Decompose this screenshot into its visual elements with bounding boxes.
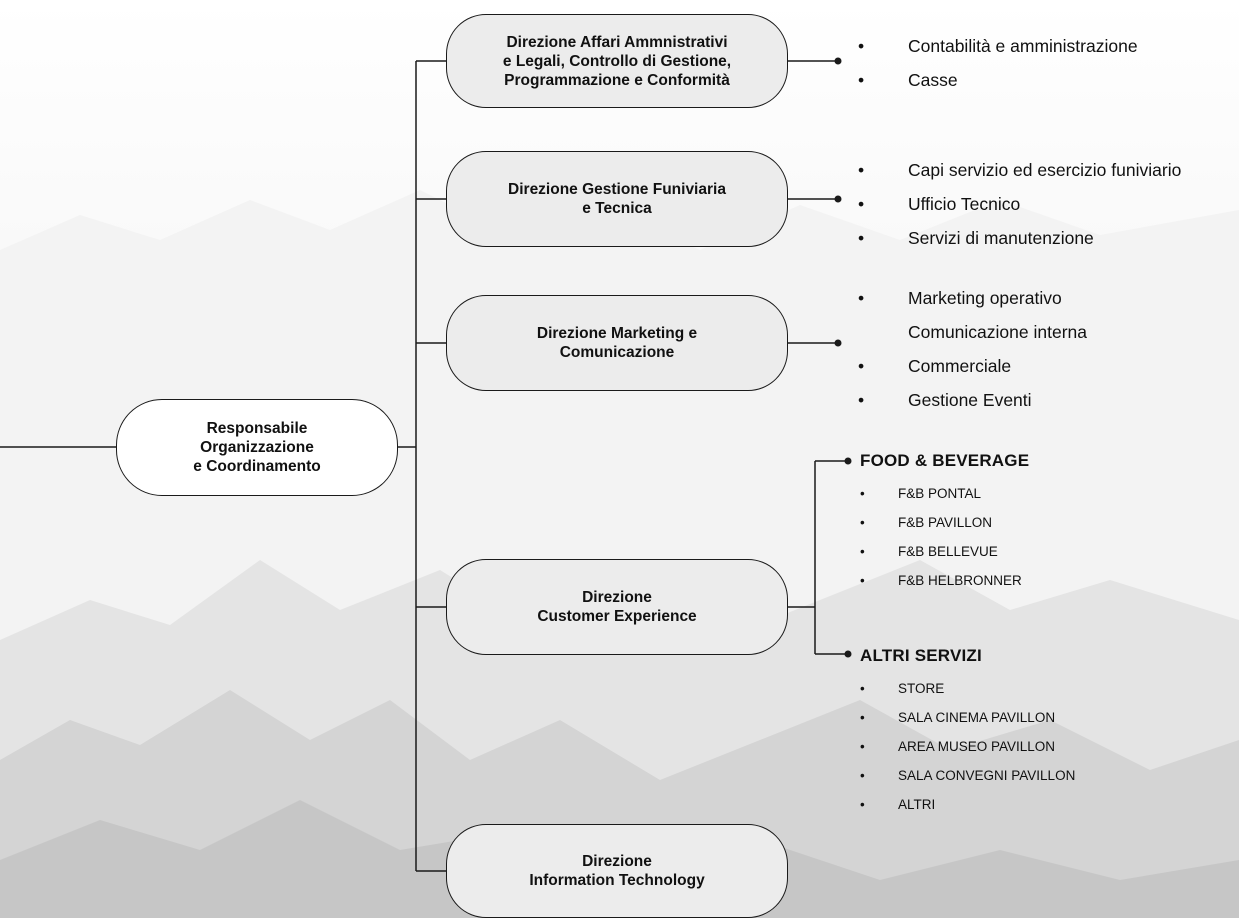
list-item: • Contabilità e amministrazione (858, 35, 1138, 69)
list-item-text: Gestione Eventi (908, 390, 1032, 410)
list-item-text: Ufficio Tecnico (908, 194, 1021, 214)
list-item: • ALTRI (858, 796, 1075, 825)
bullet: • (858, 36, 865, 56)
bullet: • (858, 288, 865, 308)
department-node-technical: Direzione Gestione Funiviaria e Tecnica (446, 151, 788, 247)
list-item-text: SALA CONVEGNI PAVILLON (898, 768, 1076, 783)
list-item: • SALA CONVEGNI PAVILLON (858, 767, 1075, 796)
bullet: • (860, 681, 865, 696)
bullet: • (858, 390, 865, 410)
technical-item-list: • Capi servizio ed esercizio funiviario •… (858, 159, 1181, 261)
list-item: • Capi servizio ed esercizio funiviario (858, 159, 1181, 193)
list-item-text: Commerciale (908, 356, 1012, 376)
list-item: • F&B BELLEVUE (858, 543, 1022, 572)
department-node-admin: Direzione Affari Ammnistrativi e Legali,… (446, 14, 788, 108)
list-item: • F&B PONTAL (858, 485, 1022, 514)
bullet: • (858, 194, 865, 214)
bullet: • (860, 515, 865, 530)
bullet: • (860, 710, 865, 725)
department-node-customer-experience: Direzione Customer Experience (446, 559, 788, 655)
dot-admin (834, 57, 842, 65)
bullet: • (858, 356, 865, 376)
list-item-text: Servizi di manutenzione (908, 228, 1094, 248)
dot-technical (834, 195, 842, 203)
list-item: • Ufficio Tecnico (858, 193, 1181, 227)
list-item: • STORE (858, 680, 1075, 709)
dot-marketing (834, 339, 842, 347)
group-title-food: FOOD & BEVERAGE (860, 451, 1030, 470)
list-item: • Servizi di manutenzione (858, 227, 1181, 261)
list-item-text: Casse (908, 70, 958, 90)
list-item-text: Contabilità e amministrazione (908, 36, 1138, 56)
list-item: • F&B PAVILLON (858, 514, 1022, 543)
bullet: • (860, 573, 865, 588)
marketing-item-list: • Marketing operativo Comunicazione inter… (858, 287, 1087, 423)
group-title-altri: ALTRI SERVIZI (860, 646, 982, 665)
bullet: • (860, 486, 865, 501)
list-item-text: AREA MUSEO PAVILLON (898, 739, 1056, 754)
list-item: • Gestione Eventi (858, 389, 1087, 423)
list-item: • Casse (858, 69, 1138, 103)
list-item-text: ALTRI (898, 797, 936, 812)
list-item-text: F&B BELLEVUE (898, 544, 998, 559)
altri-item-list: • STORE • SALA CINEMA PAVILLON • AREA MUSEO… (858, 680, 1075, 825)
bullet: • (860, 797, 865, 812)
list-item: • F&B HELBRONNER (858, 572, 1022, 601)
dot-altri (844, 650, 852, 658)
bullet: • (858, 228, 865, 248)
dot-food (844, 457, 852, 465)
list-item-text: F&B PONTAL (898, 486, 982, 501)
bullet: • (860, 768, 865, 783)
list-item-text: SALA CINEMA PAVILLON (898, 710, 1056, 725)
list-item-text: F&B PAVILLON (898, 515, 993, 530)
list-item: Comunicazione interna (858, 321, 1087, 355)
list-item: • Marketing operativo (858, 287, 1087, 321)
department-node-marketing: Direzione Marketing e Comunicazione (446, 295, 788, 391)
bullet: • (860, 544, 865, 559)
list-item-text: STORE (898, 681, 945, 696)
list-item: • AREA MUSEO PAVILLON (858, 738, 1075, 767)
bullet: • (858, 160, 865, 180)
list-item-text: Comunicazione interna (908, 322, 1087, 342)
admin-item-list: • Contabilità e amministrazione • Casse (858, 35, 1138, 103)
root-node: Responsabile Organizzazione e Coordiname… (116, 399, 398, 496)
food-item-list: •F&B PONTAL •F&B PAVILLON •F&B BELLEVUE … (858, 485, 1022, 601)
list-item: • Commerciale (858, 355, 1087, 389)
list-item: • SALA CINEMA PAVILLON (858, 709, 1075, 738)
bullet: • (860, 739, 865, 754)
list-item-text: Marketing operativo (908, 288, 1062, 308)
bullet: • (858, 70, 865, 90)
department-node-it: Direzione Information Technology (446, 824, 788, 918)
list-item-text: Capi servizio ed esercizio funiviario (908, 160, 1182, 180)
list-item-text: F&B HELBRONNER (898, 573, 1022, 588)
